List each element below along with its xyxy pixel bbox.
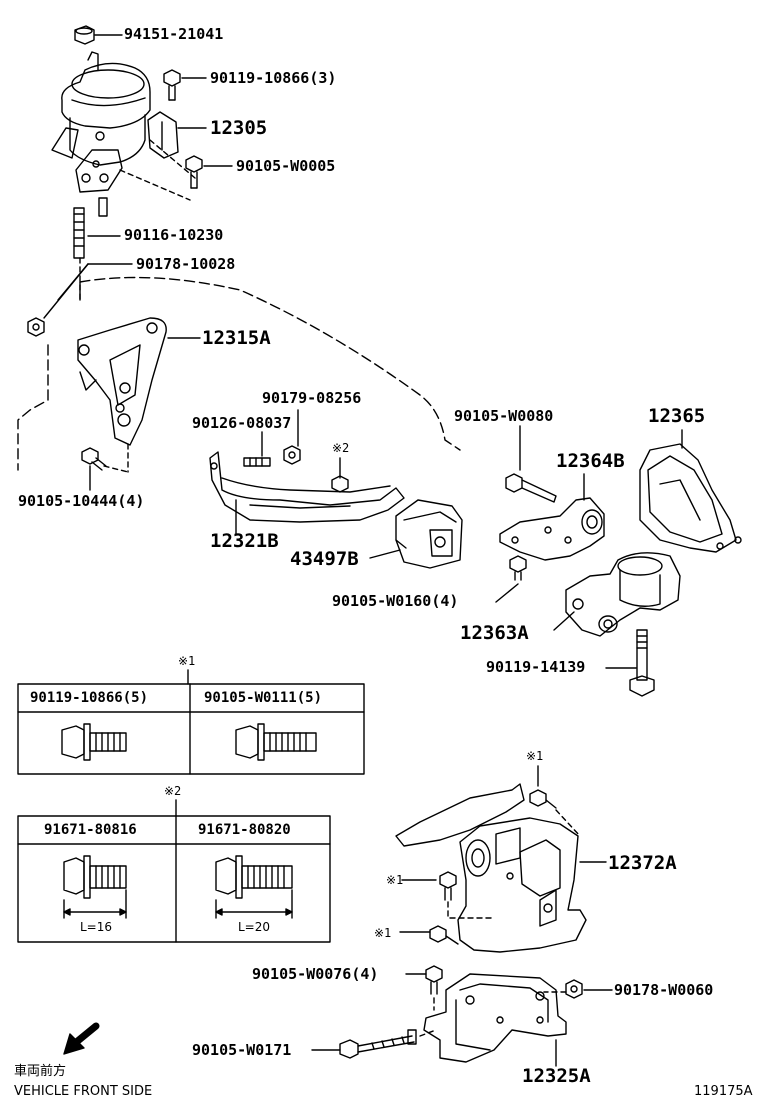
plate-12365 xyxy=(639,443,742,553)
svg-text:※1: ※1 xyxy=(178,654,195,668)
bracket-12325A xyxy=(423,973,567,1063)
part-number-label: 90105-W0080 xyxy=(454,407,554,425)
table2-frame: ※2 xyxy=(17,784,331,943)
part-number-label: 90116-10230 xyxy=(124,226,224,244)
bolt-90105-W0160 xyxy=(509,555,527,581)
part-number-label: 12325A xyxy=(522,1065,591,1087)
bolt-91671-80820-icon xyxy=(215,855,293,919)
bolt-90105-W0111-icon xyxy=(235,723,317,761)
nut-90178-W0060 xyxy=(565,979,583,999)
table2-col1-header: 91671-80816 xyxy=(44,822,137,838)
part-number-label: 90119-10866(3) xyxy=(210,69,337,87)
bolt-90119-14139 xyxy=(629,629,655,697)
part-number-label: 12372A xyxy=(608,852,677,874)
figure-id: 119175A xyxy=(694,1084,753,1099)
svg-text:※1: ※1 xyxy=(526,749,543,763)
table1-col2-header: 90105-W0111(5) xyxy=(204,690,323,706)
bolt-mark1-a xyxy=(529,789,557,809)
part-number-label: 90105-10444(4) xyxy=(18,492,145,510)
table2-col2-header: 91671-80820 xyxy=(198,822,291,838)
bracket-12315A xyxy=(77,317,167,446)
part-number-label: 90178-W0060 xyxy=(614,981,714,999)
part-number-label: 90105-W0076(4) xyxy=(252,965,379,983)
bolt-mark1-b xyxy=(439,871,457,901)
bolt-90105-W0171 xyxy=(339,1029,417,1059)
stud-90126-08037 xyxy=(243,457,271,467)
part-number-label: 12315A xyxy=(202,327,271,349)
svg-text:※1: ※1 xyxy=(374,926,391,940)
direction-label-en: VEHICLE FRONT SIDE xyxy=(14,1084,153,1099)
bolt-mark2-a xyxy=(331,475,349,493)
part-number-label: 12321B xyxy=(210,530,279,552)
bolt-90119-10866 xyxy=(163,69,181,101)
part-number-label: 90105-W0005 xyxy=(236,157,336,175)
part-number-label: 12363A xyxy=(460,622,529,644)
direction-label-jp: 車両前方 xyxy=(14,1064,67,1079)
bolt-91671-80816-icon xyxy=(63,855,127,919)
part-number-label: 90105-W0171 xyxy=(192,1041,292,1059)
bolt-90119-10866-icon xyxy=(61,723,127,761)
part-number-label: 12305 xyxy=(210,117,268,139)
mount-12363A xyxy=(565,552,681,637)
bracket-12372A xyxy=(395,783,587,953)
table2-dim2: L=20 xyxy=(238,920,271,934)
part-number-label: 94151-21041 xyxy=(124,25,224,43)
part-number-label: 43497B xyxy=(290,548,359,570)
bracket-12321B xyxy=(209,451,405,523)
svg-text:※1: ※1 xyxy=(386,873,403,887)
table1-frame: ※1 xyxy=(17,654,365,775)
vehicle-front-arrow-icon xyxy=(63,1022,100,1055)
part-number-label: 90179-08256 xyxy=(262,389,362,407)
nut-94151-21041 xyxy=(74,25,95,45)
part-number-label: 12365 xyxy=(648,405,706,427)
part-number-label: 90105-W0160(4) xyxy=(332,592,459,610)
bolt-mark1-c xyxy=(429,925,459,945)
table2-dim1: L=16 xyxy=(80,920,113,934)
mount-12305 xyxy=(51,51,179,193)
bolt-90105-10444 xyxy=(81,447,107,471)
part-number-label: 12364B xyxy=(556,450,625,472)
bolt-90105-W0080 xyxy=(505,473,557,503)
table1-col1-header: 90119-10866(5) xyxy=(30,690,149,706)
svg-text:※2: ※2 xyxy=(332,441,349,455)
mount-43497B xyxy=(395,499,463,569)
stud-90116-10230 xyxy=(73,197,108,259)
part-number-label: 90119-14139 xyxy=(486,658,586,676)
bracket-12364B xyxy=(499,497,605,561)
nut-90179-08256 xyxy=(283,445,301,465)
bolt-90105-W0076 xyxy=(425,965,443,995)
nut-90178-10028 xyxy=(27,317,45,337)
part-number-label: 90126-08037 xyxy=(192,414,292,432)
svg-text:※2: ※2 xyxy=(164,784,181,798)
part-number-label: 90178-10028 xyxy=(136,255,236,273)
